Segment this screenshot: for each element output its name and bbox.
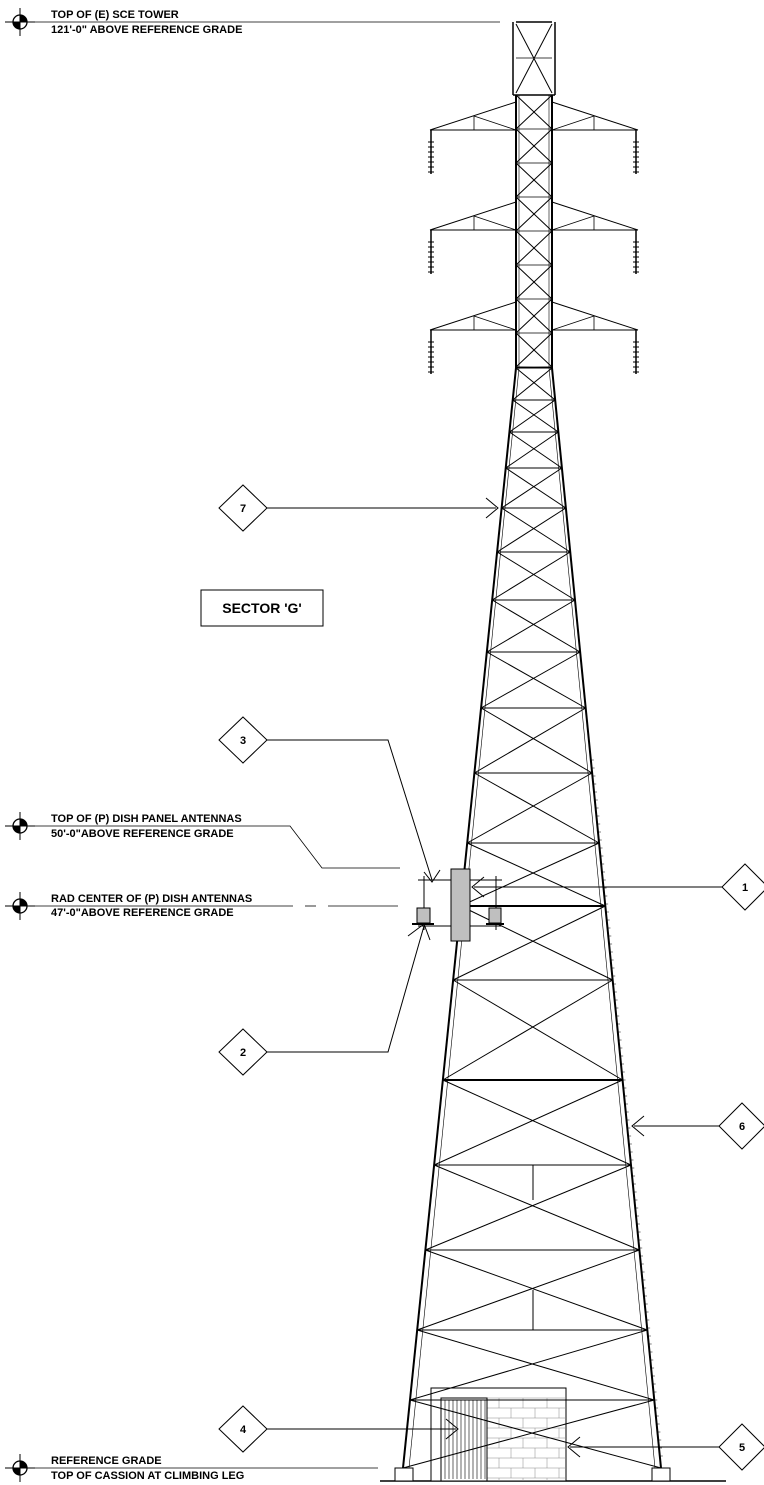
lattice-tower (402, 21, 663, 1469)
reference-grade-sublabel: TOP OF CASSION AT CLIMBING LEG (51, 1470, 244, 1482)
elevation-target-icon (5, 8, 35, 36)
callout-tag-6: 6 (718, 1102, 764, 1150)
panel-antenna (450, 868, 471, 942)
elevation-target-icon (5, 1454, 35, 1482)
callout-number: 4 (240, 1424, 247, 1436)
equipment-cabinet (430, 1387, 567, 1482)
elevation-top-tower: TOP OF (E) SCE TOWER 121'-0" ABOVE REFER… (5, 8, 500, 36)
callout-tag-4: 4 (218, 1405, 268, 1453)
top-antennas-label: TOP OF (P) DISH PANEL ANTENNAS (51, 813, 242, 825)
dish-antenna-left (416, 907, 431, 924)
callout-number: 2 (240, 1047, 246, 1059)
callout-number: 6 (739, 1121, 745, 1133)
elevation-rad-center: RAD CENTER OF (P) DISH ANTENNAS 47'-0"AB… (5, 892, 398, 920)
sector-label: SECTOR 'G' (222, 600, 302, 616)
callout-tag-1: 1 (721, 863, 764, 911)
elevation-top-antennas: TOP OF (P) DISH PANEL ANTENNAS 50'-0"ABO… (5, 812, 400, 869)
callout-leaders (267, 497, 722, 1458)
dish-antenna-mount (412, 868, 504, 942)
callout-tag-3: 3 (218, 716, 268, 764)
callout-tag-5: 5 (718, 1423, 764, 1471)
sector-label-box: SECTOR 'G' (200, 589, 324, 627)
callout-number: 5 (739, 1442, 745, 1454)
callout-number: 7 (240, 503, 246, 515)
callout-number: 1 (742, 882, 748, 894)
tower-cross-arms (428, 101, 639, 374)
callout-number: 3 (240, 735, 246, 747)
rad-center-elevation: 47'-0"ABOVE REFERENCE GRADE (51, 907, 234, 919)
elevation-target-icon (5, 892, 35, 920)
reference-grade-label: REFERENCE GRADE (51, 1455, 162, 1467)
top-antennas-elevation: 50'-0"ABOVE REFERENCE GRADE (51, 828, 234, 840)
rad-center-label: RAD CENTER OF (P) DISH ANTENNAS (51, 893, 252, 905)
top-tower-label: TOP OF (E) SCE TOWER (51, 9, 179, 21)
callout-tag-2: 2 (218, 1028, 268, 1076)
callout-tag-7: 7 (218, 484, 268, 532)
elevation-reference-grade: REFERENCE GRADE TOP OF CASSION AT CLIMBI… (5, 1454, 378, 1482)
top-tower-elevation: 121'-0" ABOVE REFERENCE GRADE (51, 24, 242, 36)
elevation-target-icon (5, 812, 35, 840)
dish-antenna-right (488, 907, 502, 924)
